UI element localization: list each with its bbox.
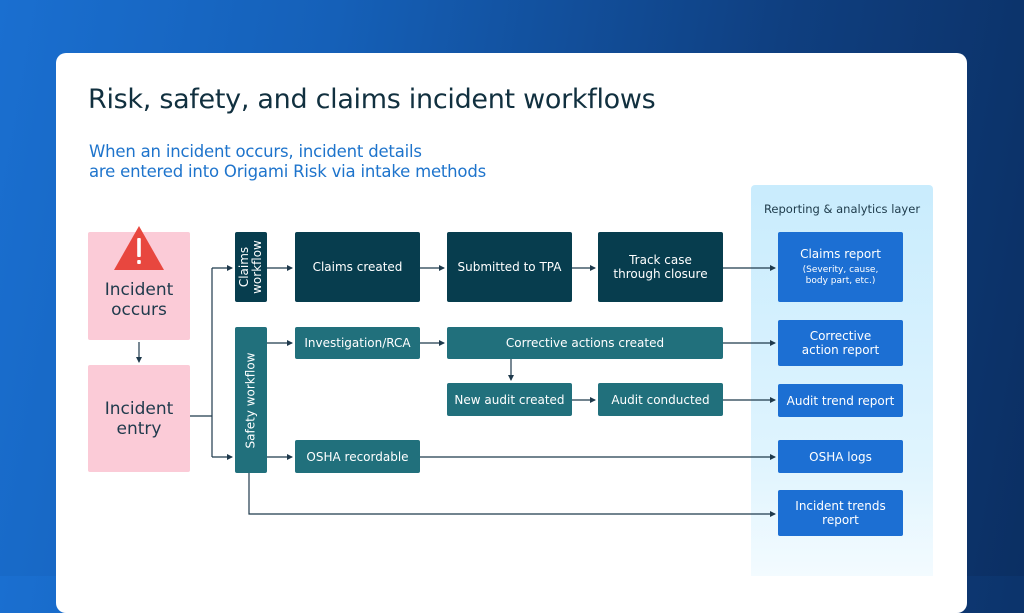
page-title: Risk, safety, and claims incident workfl…: [88, 84, 656, 115]
track-case-line-1: Track case: [629, 253, 692, 267]
corrective-report-line-2: action report: [801, 343, 880, 357]
investigation-rca-label: Investigation/RCA: [304, 336, 411, 350]
incident-trends-line-1: Incident trends: [795, 499, 886, 513]
audit-conducted-box: Audit conducted: [598, 383, 723, 416]
subtitle-line-2: are entered into Origami Risk via intake…: [89, 162, 486, 181]
corrective-action-report-box: Corrective action report: [778, 320, 903, 366]
claims-workflow-box: Claims workflow: [235, 232, 267, 302]
subtitle-line-1: When an incident occurs, incident detail…: [89, 142, 422, 161]
submitted-to-tpa-box: Submitted to TPA: [447, 232, 572, 302]
incident-trends-line-2: report: [822, 513, 859, 527]
osha-recordable-label: OSHA recordable: [306, 449, 409, 464]
claims-workflow-label-line-2: workflow: [250, 240, 265, 294]
reporting-panel-title: Reporting & analytics layer: [763, 202, 921, 216]
claims-report-box: Claims report (Severity, cause, body par…: [778, 232, 903, 302]
submitted-to-tpa-label: Submitted to TPA: [457, 260, 562, 274]
corrective-actions-box: Corrective actions created: [447, 327, 723, 359]
incident-occurs-line-2: occurs: [111, 300, 167, 320]
claims-workflow-label: Claims workflow: [237, 240, 265, 294]
claims-report-detail-line-1: (Severity, cause,: [802, 265, 879, 275]
incident-trends-report-box: Incident trends report: [778, 490, 903, 536]
incident-entry-box: Incident entry: [88, 365, 190, 472]
track-case-line-2: through closure: [613, 267, 708, 281]
claims-created-box: Claims created: [295, 232, 420, 302]
track-case-box: Track case through closure: [598, 232, 723, 302]
claims-report-label: Claims report: [800, 247, 881, 261]
audit-trend-report-box: Audit trend report: [778, 384, 903, 417]
osha-logs-box: OSHA logs: [778, 440, 903, 473]
claims-created-label: Claims created: [312, 260, 403, 274]
audit-trend-report-label: Audit trend report: [786, 393, 895, 408]
new-audit-box: New audit created: [447, 383, 572, 416]
incident-occurs-line-1: Incident: [104, 280, 174, 300]
corrective-actions-label: Corrective actions created: [505, 336, 665, 350]
investigation-rca-box: Investigation/RCA: [295, 327, 420, 359]
new-audit-label: New audit created: [454, 392, 565, 407]
osha-logs-label: OSHA logs: [809, 449, 872, 464]
claims-report-detail-line-2: body part, etc.): [805, 276, 876, 286]
subtitle: When an incident occurs, incident detail…: [89, 142, 486, 182]
incident-entry-line-1: Incident: [104, 398, 174, 419]
warning-triangle-icon: [114, 226, 164, 270]
audit-conducted-label: Audit conducted: [611, 392, 710, 407]
claims-report-detail: (Severity, cause, body part, etc.): [803, 265, 879, 287]
safety-workflow-label: Safety workflow: [243, 352, 258, 448]
corrective-report-line-1: Corrective: [809, 329, 872, 343]
incident-entry-line-2: entry: [116, 418, 162, 439]
safety-workflow-box: Safety workflow: [235, 327, 267, 473]
osha-recordable-box: OSHA recordable: [295, 440, 420, 473]
